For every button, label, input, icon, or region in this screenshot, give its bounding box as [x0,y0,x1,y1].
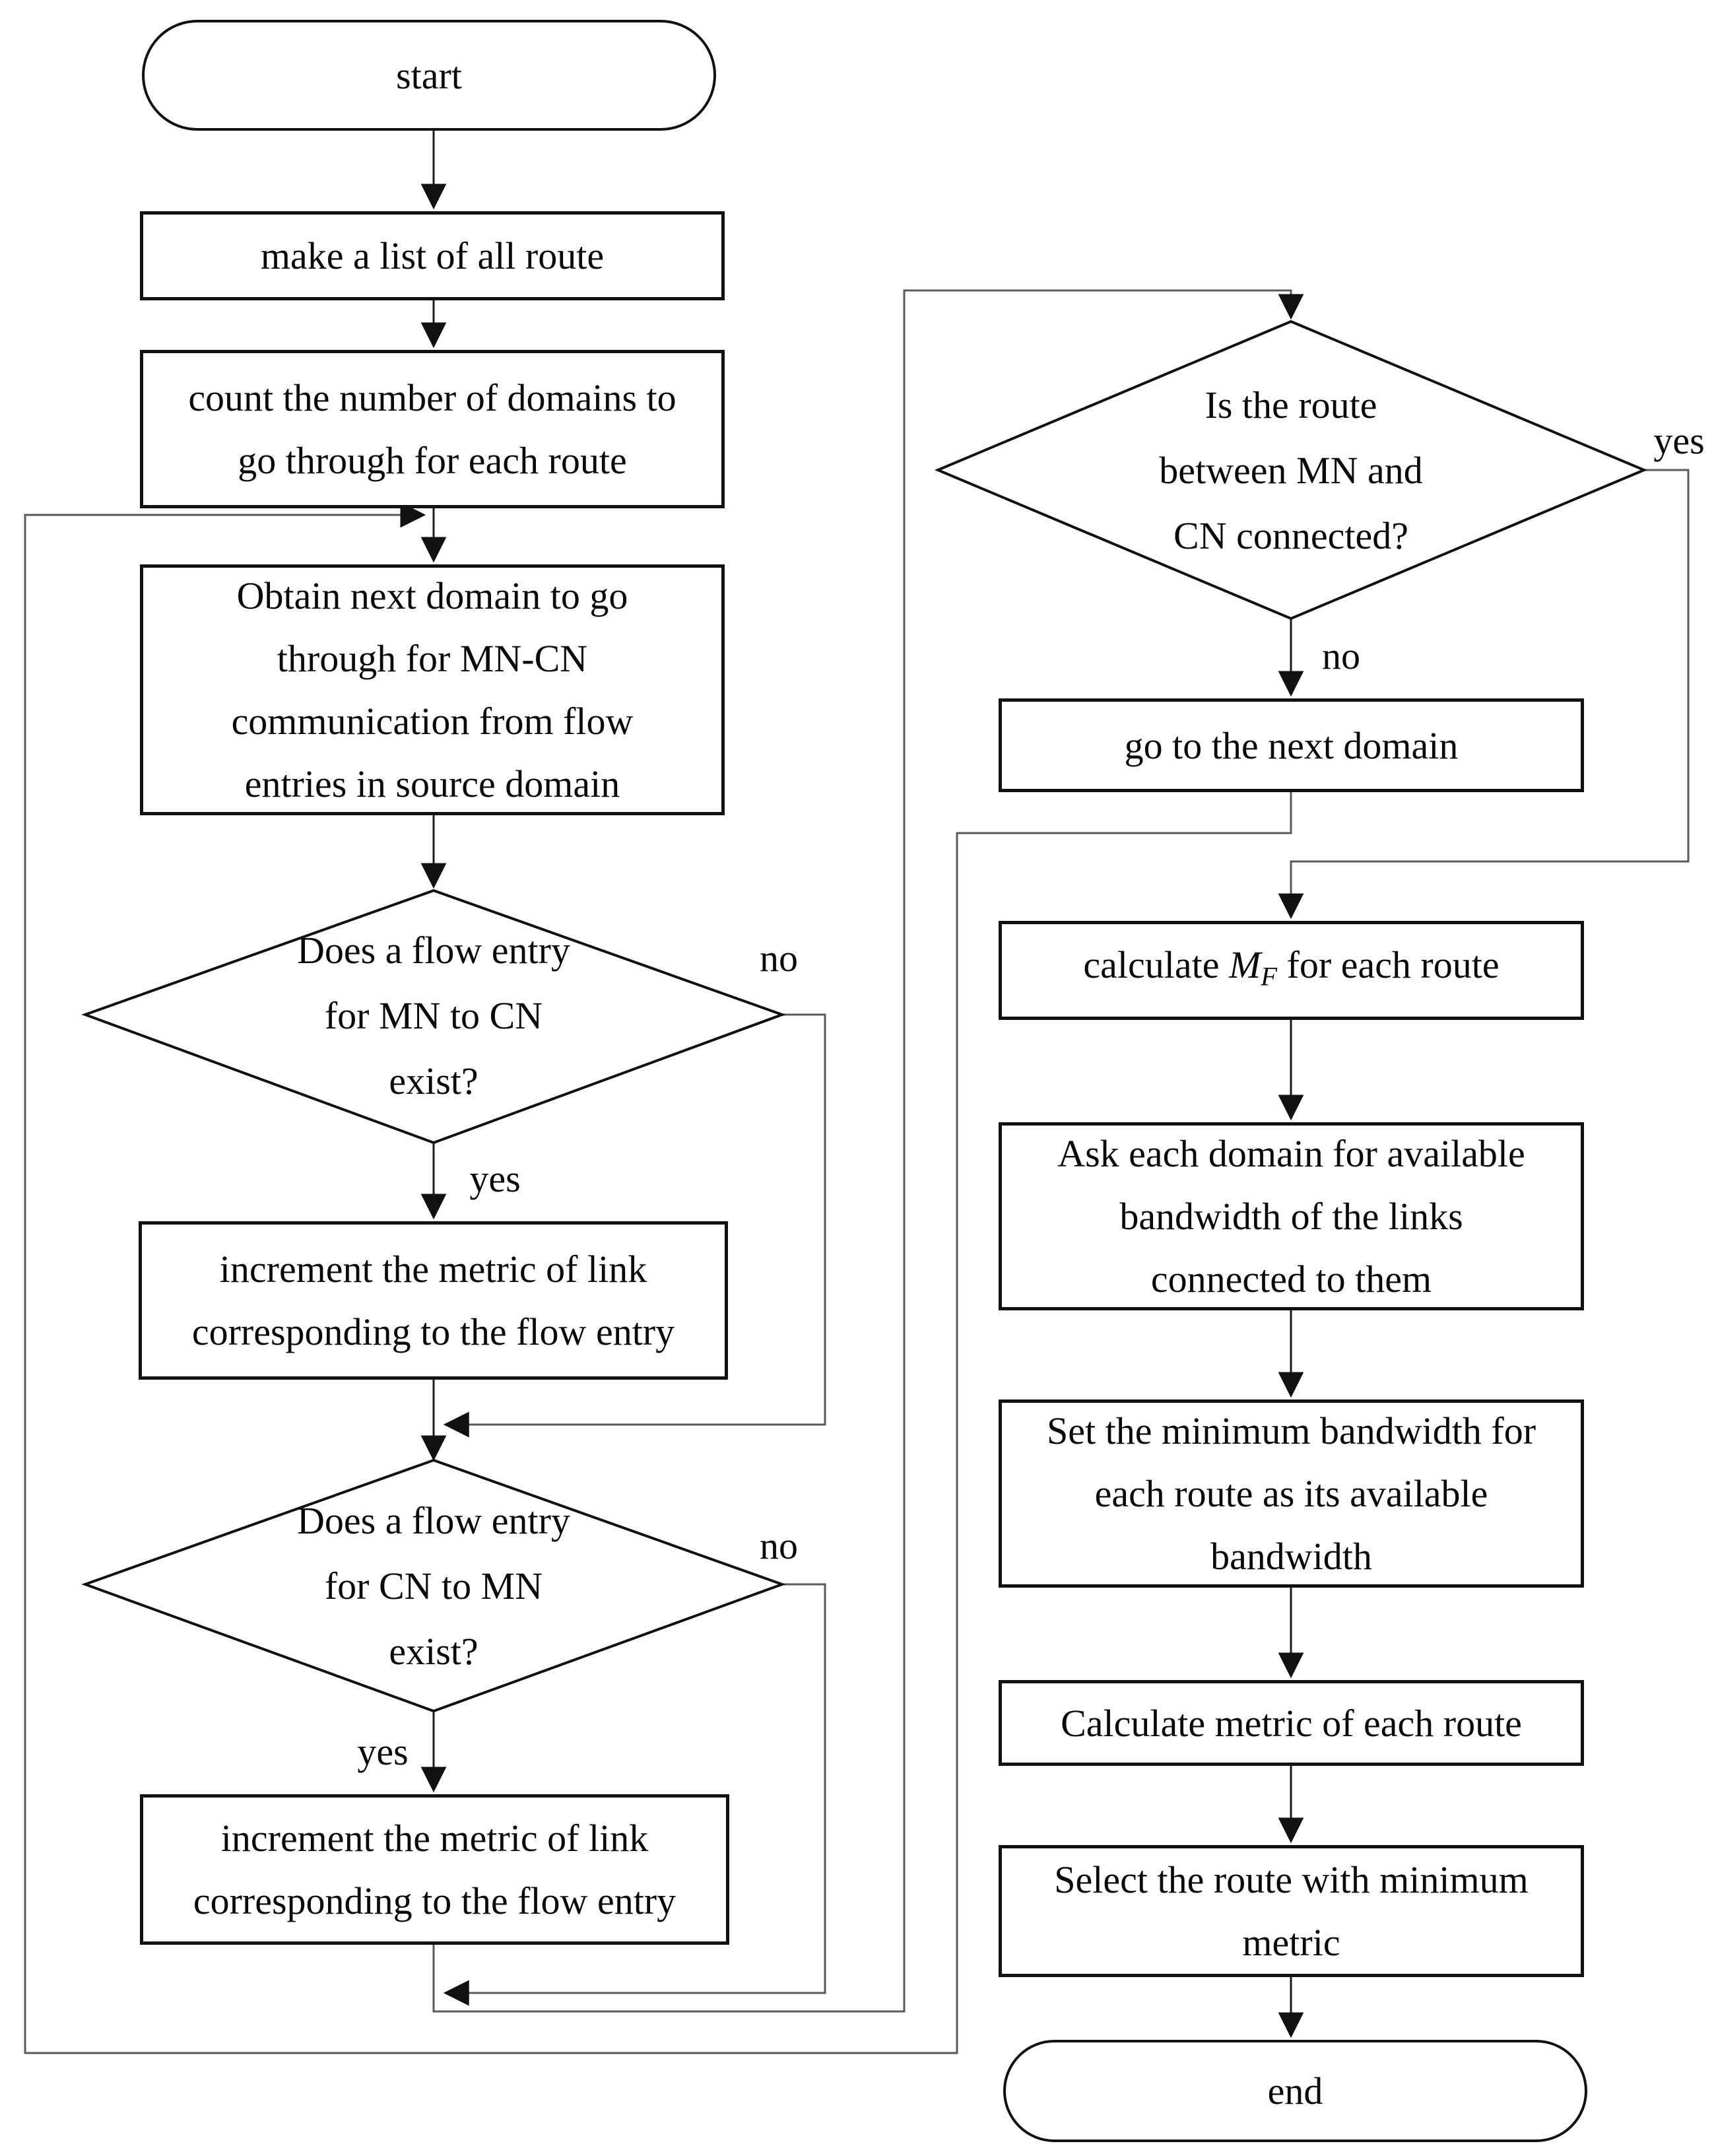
decision-route-connected [934,320,1648,621]
process-set-min-bandwidth: Set the minimum bandwidth for each route… [999,1399,1584,1588]
edge-inc2-to-d3 [432,289,1304,2013]
decision-route-connected-label: Is the route between MN and CN connected… [1159,383,1423,557]
d3-no-label: no [1322,634,1360,677]
decision-flow-entry-cn-mn-label: Does a flow entry for CN to MN exist? [297,1499,570,1673]
edge-d1-no-bypass [443,1013,826,1438]
process-go-next-domain: go to the next domain [999,698,1584,792]
metric-variable-subscript: F [1261,961,1278,992]
process-select-route: Select the route with minimum metric [999,1845,1584,1977]
calculate-mf-prefix: calculate [1083,943,1229,986]
d2-yes-label: yes [357,1730,409,1773]
start-terminator: start [142,20,716,131]
d1-no-label: no [760,937,798,980]
edge-d3-yes-return [1278,469,1690,920]
end-terminator: end [1003,2040,1587,2142]
decision-flow-entry-mn-cn-label: Does a flow entry for MN to CN exist? [297,928,570,1102]
calculate-mf-suffix: for each route [1277,943,1500,986]
d2-no-label: no [760,1524,798,1567]
process-count-domains: count the number of domains to go throug… [140,350,725,508]
process-increment-metric-1: increment the metric of link correspondi… [139,1221,728,1380]
edge-d2-no-bypass [443,1583,826,2006]
d3-yes-label: yes [1653,419,1705,462]
process-calculate-mf: calculate MF for each route [999,921,1584,1020]
process-ask-bandwidth: Ask each domain for available bandwidth … [999,1122,1584,1310]
d1-yes-label: yes [469,1157,521,1200]
decision-flow-entry-mn-cn [81,889,786,1145]
process-obtain-next-domain: Obtain next domain to go through for MN-… [140,564,725,815]
edge-gonext-loopback [24,502,1292,2054]
process-make-list: make a list of all route [140,211,725,300]
process-increment-metric-2: increment the metric of link correspondi… [140,1794,729,1945]
calculate-mf-text: calculate MF for each route [1083,933,1499,1007]
metric-variable: M [1228,943,1261,986]
decision-flow-entry-cn-mn [81,1458,786,1713]
process-calc-metric: Calculate metric of each route [999,1680,1584,1766]
